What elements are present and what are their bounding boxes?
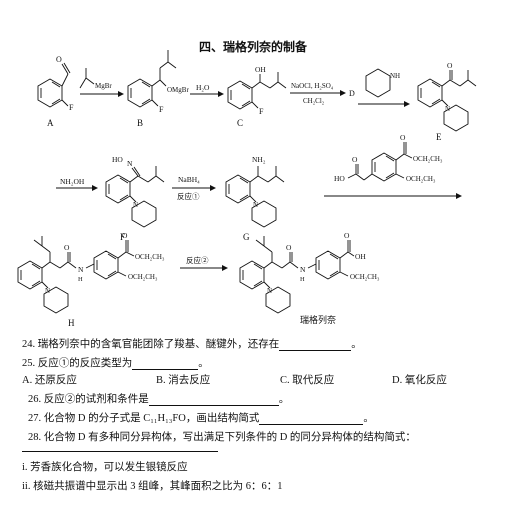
label-product: 瑞格列奈 [300, 314, 336, 325]
label-E: E [436, 132, 442, 142]
answer-26-blank[interactable] [148, 394, 279, 406]
compound-F-structure [105, 166, 165, 228]
option-B[interactable]: B. 消去反应 [156, 375, 211, 386]
option-D[interactable]: D. 氧化反应 [392, 375, 447, 386]
question-27-end: 。 [363, 413, 374, 424]
compound-G-ring-N: N [253, 201, 258, 209]
question-24-end: 。 [351, 339, 362, 350]
arrow-4-head [404, 101, 410, 107]
reagent-oxid-solv: CH₂Cl₂ [303, 97, 325, 105]
product-acid-O: O [344, 231, 350, 240]
label-F: F [120, 232, 125, 242]
compound-H-ester-group: OCH₂CH₃ [135, 253, 165, 261]
option-A[interactable]: A. 还原反应 [22, 375, 77, 386]
compound-C-F: F [259, 107, 264, 116]
question-25-text: 25. 反应①的反应类型为 [22, 358, 133, 369]
reagent-oxid: NaOCl, H₂SO₄ [291, 82, 334, 90]
arrow-6-head [210, 185, 216, 191]
product-amide-N: N [300, 265, 306, 274]
product-amide-O: O [286, 243, 292, 252]
acid-ether-group: OCH₂CH₃ [406, 175, 436, 183]
arrow-1-head [118, 91, 124, 97]
question-27: 27. 化合物 D 的分子式是 C₁₁H₁₃FO，画出结构简式 。 [28, 410, 374, 425]
label-A: A [47, 118, 54, 128]
compound-F-HO: HO [112, 155, 123, 164]
acid-ester-O: O [400, 133, 406, 142]
reagent-nh2oh: NH₂OH [60, 177, 85, 186]
question-25-end: 。 [198, 358, 209, 369]
acid-ester-group: OCH₂CH₃ [413, 155, 443, 163]
compound-A-O: O [56, 55, 62, 64]
product-amide-H: H [300, 276, 305, 283]
reagent-h2o: H₂O [196, 83, 210, 92]
product-structure [239, 236, 355, 314]
answer-25-blank[interactable] [132, 358, 199, 370]
reagent-acid-structure [347, 142, 413, 182]
reagent-nabh4: NaBH₄ [178, 175, 200, 184]
answer-27-blank[interactable] [259, 413, 364, 425]
piperidine-NH: NH [390, 72, 400, 80]
question-26-end: 。 [278, 394, 290, 405]
question-26: 26. 反应②的试剂和条件是 。 [28, 391, 289, 406]
piperidine-structure [365, 68, 391, 98]
reaction-1-label: 反应① [177, 191, 200, 201]
reaction-2-label: 反应② [186, 255, 209, 265]
grignard-structure [79, 68, 95, 89]
question-24-text: 24. 瑞格列奈中的含氧官能团除了羧基、醚键外，还存在 [22, 339, 280, 350]
compound-F-N: N [127, 159, 133, 168]
acid-carbonyl-O: O [352, 155, 358, 164]
label-D: D [349, 89, 355, 98]
arrow-2-head [218, 91, 224, 97]
question-25: 25. 反应①的反应类型为 。 [22, 355, 209, 370]
condition-1: i. 芳香族化合物，可以发生银镜反应 [22, 462, 188, 473]
compound-H-amide-H: H [78, 276, 83, 283]
compound-A-structure [37, 62, 71, 108]
compound-F-ring-N: N [133, 201, 138, 209]
question-28: 28. 化合物 D 有多种同分异构体，写出满足下列条件的 D 的同分异构体的结构… [28, 432, 416, 443]
condition-2: ii. 核磁共振谱中显示出 3 组峰，其峰面积之比为 6：6：1 [22, 481, 283, 492]
compound-B-F: F [159, 105, 164, 114]
compound-H-ring-N: N [45, 287, 50, 295]
label-B: B [137, 118, 143, 128]
compound-C-structure [227, 72, 287, 110]
compound-E-O: O [447, 61, 453, 70]
label-C: C [237, 118, 243, 128]
section-title: 四、瑞格列奈的制备 [198, 40, 307, 54]
compound-C-OH: OH [255, 65, 266, 74]
compound-H-structure [17, 236, 135, 314]
product-ether-group: OCH₂CH₃ [350, 273, 380, 281]
compound-A-F: F [69, 103, 74, 112]
synthesis-scheme: O F A MgBr OMgBr F B H₂O [17, 50, 477, 328]
question-26-text: 26. 反应②的试剂和条件是 [28, 394, 149, 405]
question-24: 24. 瑞格列奈中的含氧官能团除了羧基、醚键外，还存在 。 [22, 336, 362, 351]
label-G: G [243, 232, 250, 242]
answer-24-blank[interactable] [279, 339, 352, 351]
label-H: H [68, 318, 75, 328]
arrow-5-head [92, 185, 98, 191]
compound-H-ether-group: OCH₂CH₃ [128, 273, 158, 281]
product-ring-N: N [267, 287, 272, 295]
compound-G-structure [225, 166, 285, 228]
question-27-text: 27. 化合物 D 的分子式是 C₁₁H₁₃FO，画出结构简式 [28, 413, 260, 424]
acid-HO: HO [334, 174, 345, 183]
compound-H-amide-N: N [78, 265, 84, 274]
compound-E-N: N [445, 105, 450, 113]
compound-H-ester-O: O [122, 231, 128, 240]
answer-28-blank[interactable] [22, 451, 218, 452]
option-C[interactable]: C. 取代反应 [280, 375, 335, 386]
grignard-MgBr: MgBr [95, 82, 112, 90]
compound-H-amide-O: O [64, 243, 70, 252]
arrow-8-head [222, 265, 228, 271]
compound-E-structure [417, 70, 477, 132]
compound-B-OMgBr: OMgBr [167, 86, 189, 94]
compound-B-structure [127, 50, 177, 108]
arrow-7-head [456, 193, 462, 199]
compound-G-NH2: NH₂ [252, 155, 266, 164]
arrow-3-head [340, 90, 346, 96]
product-acid-OH: OH [355, 252, 366, 261]
